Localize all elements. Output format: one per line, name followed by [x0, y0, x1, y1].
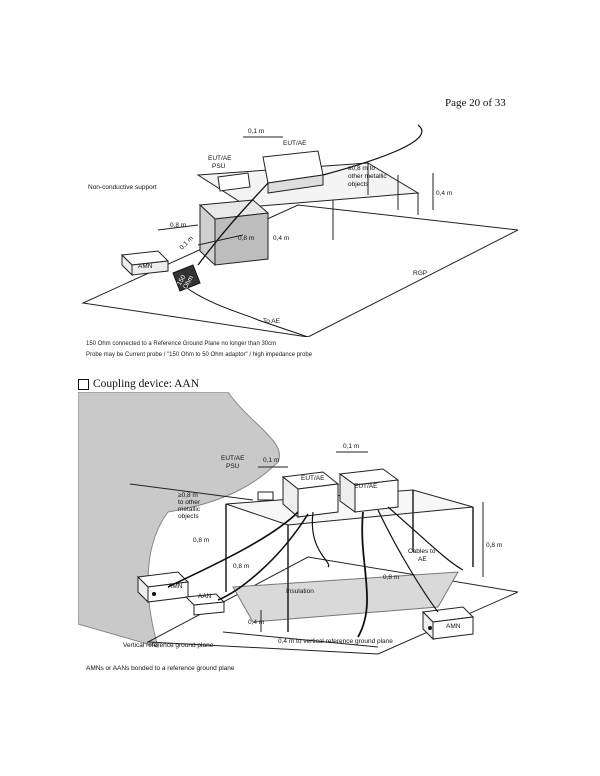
- page-number: Page 20 of 33: [445, 97, 506, 109]
- figure-1-caption-line-1: 150 Ohm connected to a Reference Ground …: [86, 341, 277, 347]
- label-h-04-right: 0,4 m: [436, 190, 452, 197]
- vertical-ground-plane: [78, 392, 281, 648]
- label-dist-08-b: 0,8 m: [233, 563, 249, 570]
- label-vertical-rgp: Vertical reference ground plane: [123, 642, 214, 649]
- label-to-vertical: 0,4 m to vertical reference ground plane: [278, 638, 393, 645]
- label-h-04: 0,4 m: [248, 619, 264, 626]
- label-non-conductive: Non-conductive support: [88, 184, 157, 191]
- cable: [357, 511, 368, 638]
- label-dist-01-psu: 0,1 m: [263, 457, 279, 464]
- label-insulation: Insulation: [286, 588, 314, 595]
- label-dist-08-left: 0,8 m: [170, 222, 186, 229]
- probe-150-ohm: [172, 264, 201, 292]
- label-aan: AAN: [198, 593, 212, 600]
- figure-2-caption: AMNs or AANs bonded to a reference groun…: [86, 665, 235, 672]
- label-dist-08-mid: 0,8 m: [238, 235, 254, 242]
- label-dist-01-top: 0,1 m: [343, 443, 359, 450]
- label-amn: AMN: [138, 263, 153, 270]
- label-dist-08-c: 0,8 m: [383, 574, 399, 581]
- label-amn-left: AMN: [168, 583, 183, 590]
- cable: [377, 509, 439, 613]
- cable: [311, 511, 330, 568]
- label-dist-01: 0,1 m: [248, 128, 264, 135]
- coupling-aan-checkbox[interactable]: [78, 378, 89, 390]
- cable: [167, 511, 299, 588]
- figure-1-caption-line-2: Probe may be Current probe / "150 Ohm to…: [86, 352, 313, 358]
- label-rgp: RGP: [413, 270, 427, 277]
- psu-box: [217, 172, 251, 192]
- label-dist-01-diag: 0,1 m: [178, 235, 194, 251]
- label-eut-ae-1: EUT/AE: [301, 475, 325, 482]
- label-dist-08-a: 0,8 m: [193, 537, 209, 544]
- label-to-ae: To AE: [263, 318, 281, 325]
- insulation-area: [232, 571, 459, 623]
- coupling-aan-label: Coupling device: AAN: [93, 378, 200, 390]
- cable: [197, 182, 269, 266]
- label-eut-ae: EUT/AE: [283, 140, 307, 147]
- coupling-aan-option[interactable]: Coupling device: AAN: [78, 378, 199, 390]
- psu-box: [257, 491, 274, 501]
- cable: [322, 124, 423, 176]
- cable: [387, 506, 464, 571]
- label-amn-right: AMN: [446, 623, 461, 630]
- label-h-08-right: 0,8 m: [486, 542, 502, 549]
- label-eut-ae-2: EUT/AE: [354, 483, 378, 490]
- cable: [217, 513, 309, 601]
- label-h-04-mid: 0,4 m: [273, 235, 289, 242]
